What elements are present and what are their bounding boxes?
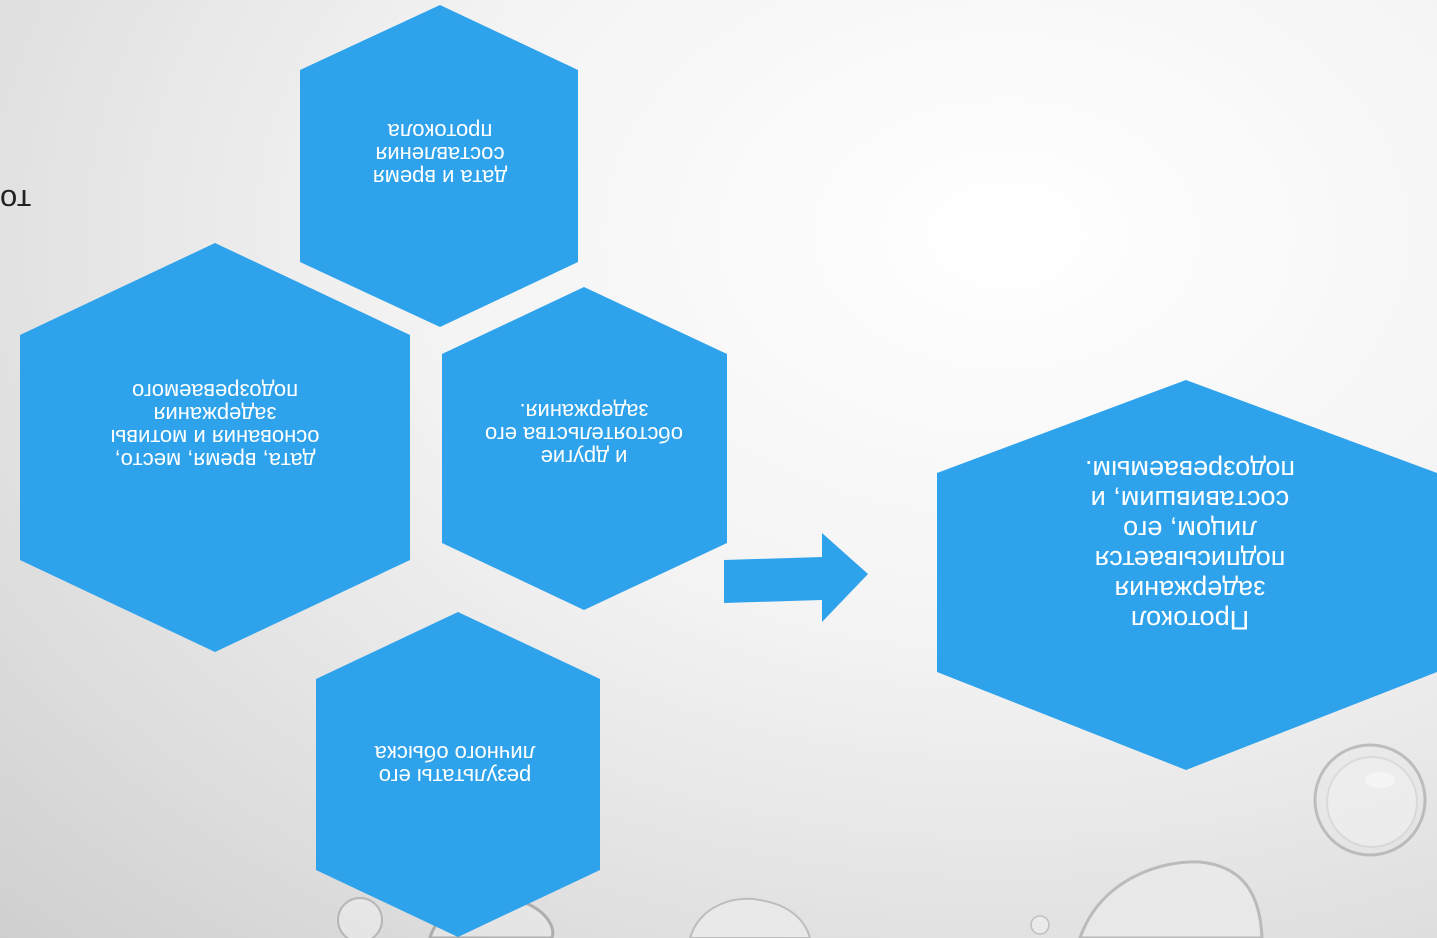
stray-text-fragment: то <box>0 183 32 218</box>
result-hexagon <box>937 380 1437 770</box>
hexagon-protocol-date-text: дата и время составления протокола <box>372 119 508 190</box>
hexagon-other <box>442 287 727 610</box>
hexagon-grounds-text: дата, время, место, основания и мотивы з… <box>110 379 320 473</box>
hexagon-protocol-date <box>300 5 578 327</box>
arrow-right-icon <box>724 533 868 622</box>
hexagon-grounds <box>20 243 410 652</box>
hexagon-search-text: результаты его личного обыска <box>374 741 536 789</box>
hexagon-search <box>316 612 600 937</box>
result-text: Протокол задержания подписывается лицом,… <box>1084 455 1296 635</box>
hexagon-other-text: и другие обстоятельства его задержания. <box>484 399 684 470</box>
